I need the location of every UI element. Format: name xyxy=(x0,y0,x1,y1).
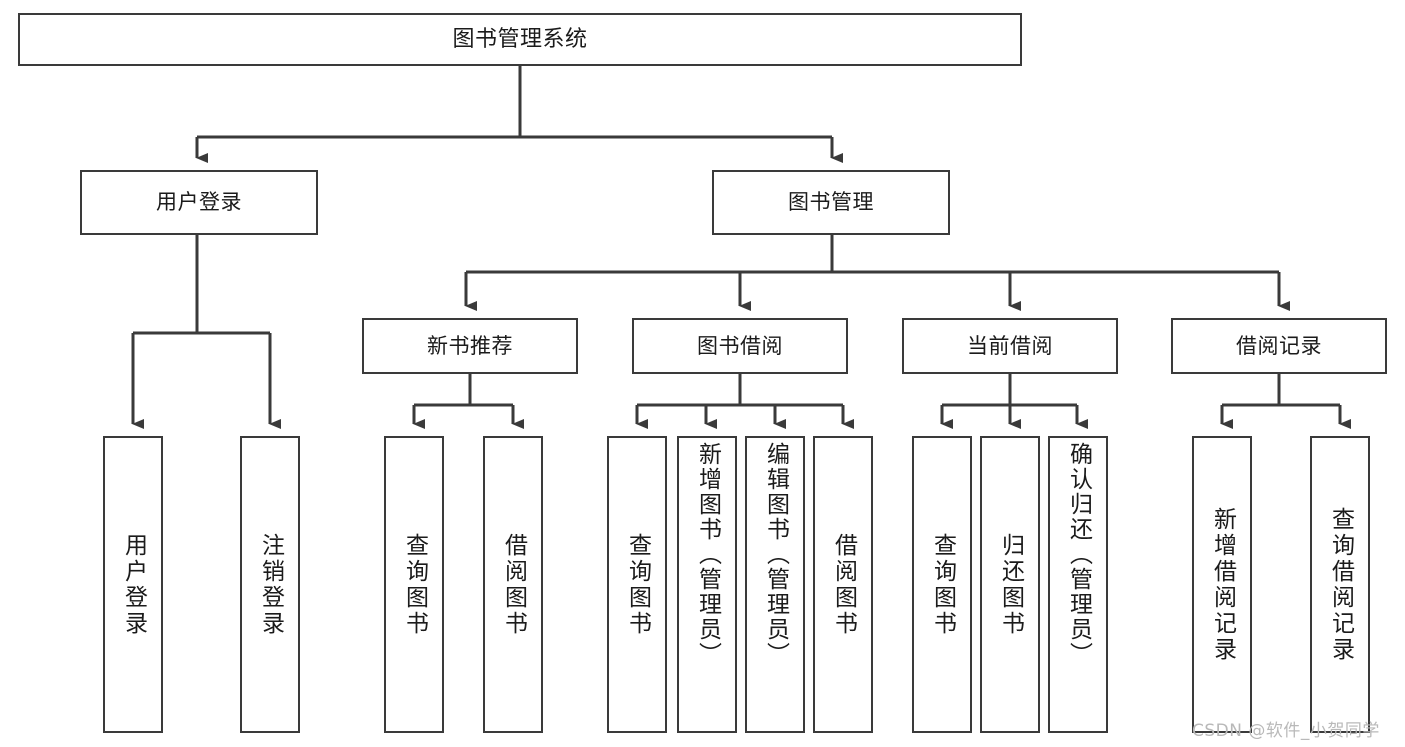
node-book-borrow[interactable]: 图书借阅 xyxy=(632,318,848,374)
leaf-confirm-return-admin[interactable]: 确认归还（管理员） xyxy=(1048,436,1108,733)
leaf-add-borrow-record[interactable]: 新增借阅记录 xyxy=(1192,436,1252,733)
node-label: 借阅记录 xyxy=(1236,333,1322,358)
node-label: 归还图书 xyxy=(997,532,1024,637)
node-label: 图书管理 xyxy=(788,190,874,215)
leaf-query-book-borrow[interactable]: 查询图书 xyxy=(607,436,667,733)
node-label: 查询图书 xyxy=(929,532,956,637)
node-label: 当前借阅 xyxy=(967,333,1053,358)
node-label: 用户登录 xyxy=(156,190,242,215)
leaf-borrow-book-newbook[interactable]: 借阅图书 xyxy=(483,436,543,733)
leaf-logout-login[interactable]: 注销登录 xyxy=(240,436,300,733)
leaf-query-book-newbook[interactable]: 查询图书 xyxy=(384,436,444,733)
node-label: 新增借阅记录 xyxy=(1209,506,1236,663)
leaf-edit-book-admin[interactable]: 编辑图书（管理员） xyxy=(745,436,805,733)
leaf-return-book[interactable]: 归还图书 xyxy=(980,436,1040,733)
node-label: 编辑图书（管理员） xyxy=(762,442,789,667)
node-book-management[interactable]: 图书管理 xyxy=(712,170,950,235)
node-label: 注销登录 xyxy=(257,532,284,637)
leaf-query-borrow-record[interactable]: 查询借阅记录 xyxy=(1310,436,1370,733)
leaf-add-book-admin[interactable]: 新增图书（管理员） xyxy=(677,436,737,733)
node-borrow-record[interactable]: 借阅记录 xyxy=(1171,318,1387,374)
node-label: 查询图书 xyxy=(401,532,428,637)
node-user-login[interactable]: 用户登录 xyxy=(80,170,318,235)
node-label: 图书管理系统 xyxy=(452,26,588,52)
node-label: 查询图书 xyxy=(624,532,651,637)
leaf-user-login[interactable]: 用户登录 xyxy=(103,436,163,733)
leaf-query-book-current[interactable]: 查询图书 xyxy=(912,436,972,733)
node-label: 新增图书（管理员） xyxy=(694,442,721,667)
node-label: 图书借阅 xyxy=(697,333,783,358)
node-label: 新书推荐 xyxy=(427,333,513,358)
node-label: 借阅图书 xyxy=(830,532,857,637)
node-label: 用户登录 xyxy=(120,532,147,637)
node-label: 借阅图书 xyxy=(500,532,527,637)
node-current-borrow[interactable]: 当前借阅 xyxy=(902,318,1118,374)
node-new-book-recommend[interactable]: 新书推荐 xyxy=(362,318,578,374)
leaf-borrow-book[interactable]: 借阅图书 xyxy=(813,436,873,733)
node-label: 查询借阅记录 xyxy=(1327,506,1354,663)
node-label: 确认归还（管理员） xyxy=(1065,442,1092,667)
node-root-system[interactable]: 图书管理系统 xyxy=(18,13,1022,66)
